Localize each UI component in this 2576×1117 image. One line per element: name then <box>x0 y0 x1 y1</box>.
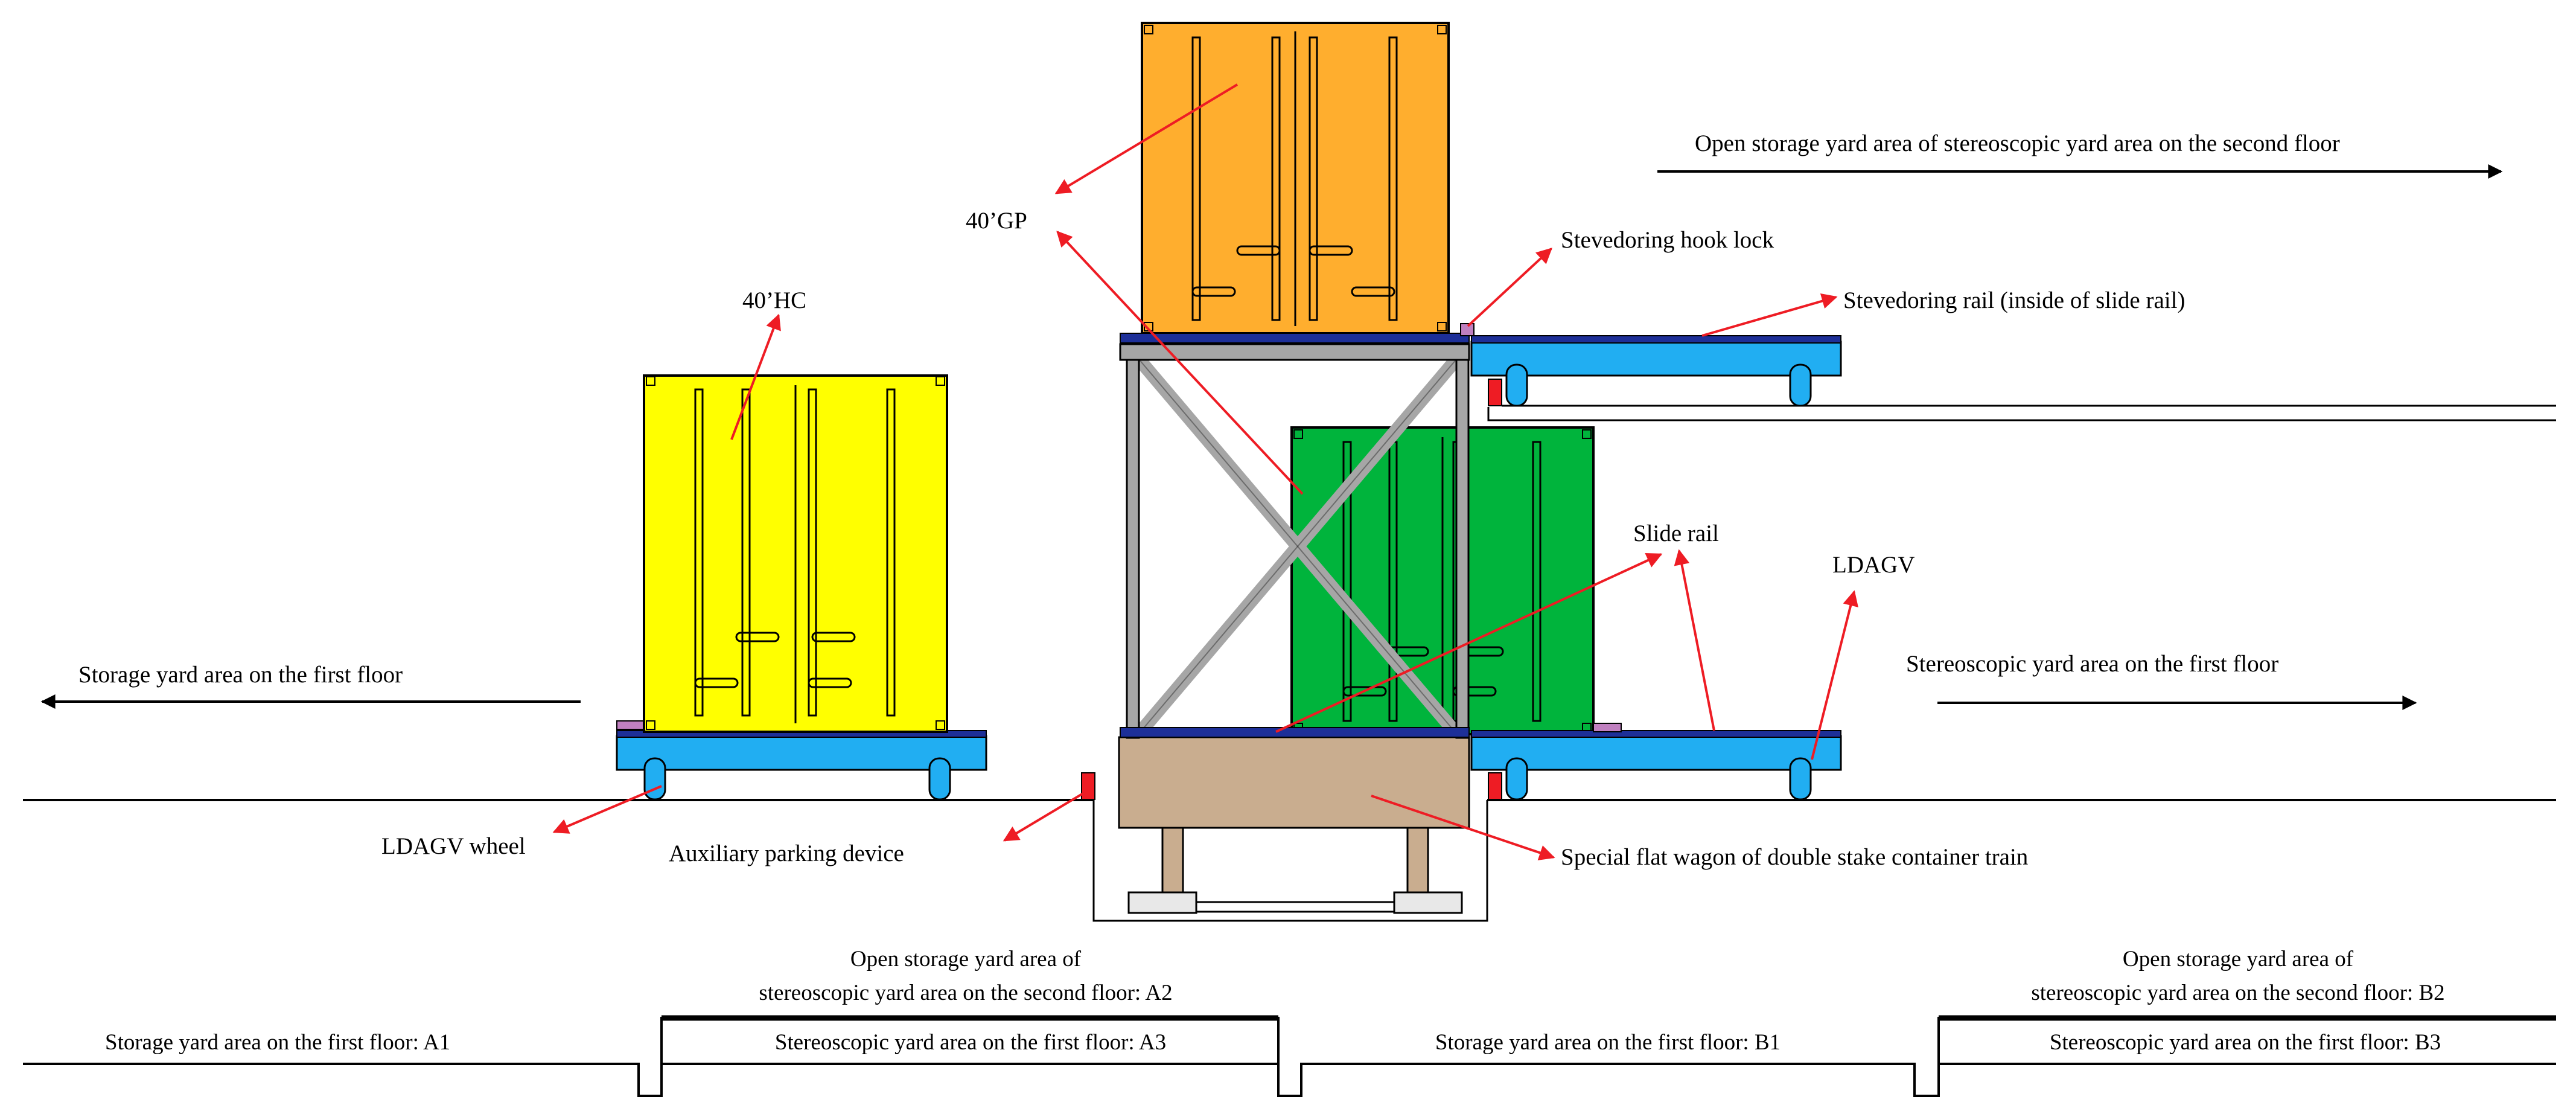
ldagv-wheel <box>1505 757 1528 801</box>
arrow-ldagv-wheel <box>552 785 662 834</box>
wagon-leg <box>1161 826 1184 896</box>
ldagv-body <box>1470 341 1842 377</box>
parking-device <box>1488 379 1502 406</box>
label-hook-lock: Stevedoring hook lock <box>1561 227 1774 253</box>
arrow-slide-rail-left <box>1275 552 1663 733</box>
arrow-flat-wagon <box>1371 795 1555 860</box>
ldagv-wheel <box>1505 363 1528 407</box>
hook-lock <box>1593 723 1622 732</box>
label-40hc: 40’HC <box>742 287 806 313</box>
wagon-body <box>1118 736 1470 829</box>
lower-ldagv <box>1470 723 1842 801</box>
arrow-stevedoring-rail <box>1701 293 1838 337</box>
wagon-bogie <box>1393 891 1463 914</box>
pointer-arrows <box>552 83 1858 860</box>
ldagv-wheel <box>928 757 951 801</box>
flat-wagon <box>1118 736 1470 914</box>
arrow-40gp <box>1054 83 1239 194</box>
zone-b2-line2: stereoscopic yard area on the second flo… <box>2031 981 2444 1005</box>
hook-lock <box>616 720 645 730</box>
container-green <box>1290 426 1595 735</box>
ldagv-body <box>616 735 987 771</box>
parking-device <box>1488 772 1502 800</box>
arrow-hook-lock <box>1467 248 1552 327</box>
label-auxiliary-parking: Auxiliary parking device <box>669 840 904 866</box>
zone-a3: Stereoscopic yard area on the first floo… <box>775 1030 1166 1055</box>
diagram-labels: 40’GP 40’HC Stevedoring hook lock Steved… <box>78 130 2340 870</box>
label-slide-rail: Slide rail <box>1633 520 1719 546</box>
gp-deck <box>1120 333 1470 344</box>
ldagv-wheel <box>1789 363 1812 407</box>
label-storage-first-floor: Storage yard area on the first floor <box>78 662 403 688</box>
arrow-slide-rail-right <box>1674 549 1715 731</box>
parking-device <box>1081 772 1095 800</box>
zone-b2-line1: Open storage yard area of <box>2123 947 2354 971</box>
direction-arrows <box>40 164 2503 710</box>
zone-strip: Storage yard area on the first floor: A1… <box>23 947 2556 1097</box>
hook-lock <box>1460 323 1475 336</box>
zone-a2-line1: Open storage yard area of <box>850 947 1082 971</box>
label-open-storage-second-floor: Open storage yard area of stereoscopic y… <box>1695 130 2340 156</box>
zone-a1: Storage yard area on the first floor: A1 <box>105 1030 450 1055</box>
rail-pit <box>1092 800 1488 922</box>
arrow-40gp-green <box>1056 231 1304 495</box>
ldagv-deck <box>1471 730 1841 738</box>
upper-slide-rail <box>1487 405 2556 421</box>
label-ldagv: LDAGV <box>1832 552 1914 578</box>
wagon-leg <box>1406 826 1429 896</box>
support-frame <box>1119 343 1470 739</box>
arrow-40hc <box>730 313 781 440</box>
arrow-auxiliary-parking <box>1003 791 1086 842</box>
ldagv-body <box>1470 735 1842 771</box>
label-40gp: 40’GP <box>966 208 1027 234</box>
zone-b3: Stereoscopic yard area on the first floo… <box>2050 1030 2441 1055</box>
label-stevedoring-rail: Stevedoring rail (inside of slide rail) <box>1843 287 2185 313</box>
stevedoring-rail <box>1471 335 1841 344</box>
ldagv-wheel <box>643 757 666 801</box>
container-40gp <box>1141 22 1450 334</box>
label-flat-wagon: Special flat wagon of double stake conta… <box>1561 844 2028 870</box>
label-stereoscopic-first-floor: Stereoscopic yard area on the first floo… <box>1906 651 2278 677</box>
arrow-ldagv <box>1811 590 1858 760</box>
zone-b1: Storage yard area on the first floor: B1 <box>1435 1030 1781 1055</box>
ldagv-wheel <box>1789 757 1812 801</box>
label-ldagv-wheel: LDAGV wheel <box>381 833 526 859</box>
wagon-bogie <box>1127 891 1197 914</box>
upper-ldagv <box>1470 335 1842 407</box>
zone-a2-line2: stereoscopic yard area on the second flo… <box>759 981 1172 1005</box>
container-40hc <box>643 374 948 733</box>
left-ldagv <box>616 720 987 801</box>
